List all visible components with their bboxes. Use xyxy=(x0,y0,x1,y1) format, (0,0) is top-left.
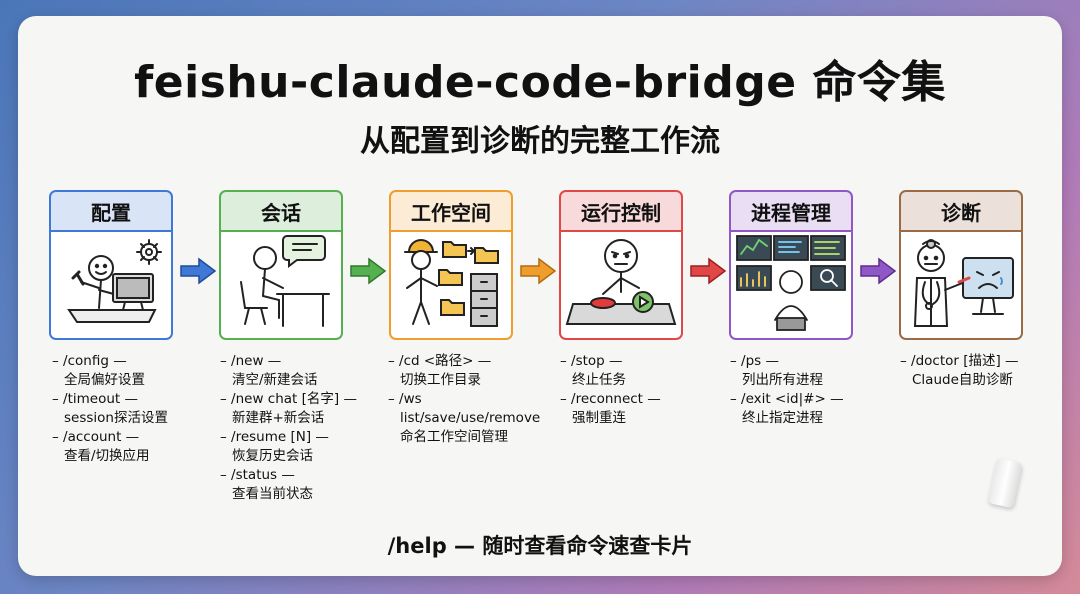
command-name: – /new — xyxy=(220,353,282,369)
person-monitor-wall-icon xyxy=(731,230,851,338)
card-header-run-control: 运行控制 xyxy=(561,192,681,232)
command-description: 列出所有进程 xyxy=(742,372,823,388)
page-subtitle: 从配置到诊断的完整工作流 xyxy=(360,124,720,159)
arrow-config-to-session-icon xyxy=(179,256,217,286)
command-description: 新建群+新会话 xyxy=(232,410,325,426)
worker-folders-cabinet-icon xyxy=(391,230,511,338)
eraser-icon xyxy=(987,457,1023,509)
command-name: – /status — xyxy=(220,467,295,483)
command-list-config: – /config — 全局偏好设置 – /timeout — session探活设置… xyxy=(52,352,212,466)
command-description: 强制重连 xyxy=(572,410,626,426)
command-description: 终止任务 xyxy=(572,372,626,388)
card-config: 配置 xyxy=(49,190,173,340)
person-desk-chat-bubble-icon xyxy=(221,230,341,338)
card-run-control: 运行控制 xyxy=(559,190,683,340)
card-diagnose: 诊断 xyxy=(899,190,1023,340)
command-list-process: – /ps — 列出所有进程 – /exit <id|#> — 终止指定进程 xyxy=(730,352,890,428)
command-description: 清空/新建会话 xyxy=(232,372,318,388)
command-description: 切换工作目录 xyxy=(400,372,481,388)
person-computer-wrench-gear-icon xyxy=(51,230,171,338)
command-description: Claude自助诊断 xyxy=(912,372,1013,388)
whiteboard: feishu-claude-code-bridge 命令集 从配置到诊断的完整工… xyxy=(18,16,1062,576)
card-header-config: 配置 xyxy=(51,192,171,232)
help-footer: /help — 随时查看命令速查卡片 xyxy=(387,534,693,558)
command-name: – /new chat [名字] — xyxy=(220,391,357,407)
card-header-process: 进程管理 xyxy=(731,192,851,232)
command-name: – /reconnect — xyxy=(560,391,661,407)
arrow-run-to-process-icon xyxy=(689,256,727,286)
arrow-workspace-to-run-icon xyxy=(519,256,557,286)
command-name: – /timeout — xyxy=(52,391,138,407)
command-list-run-control: – /stop — 终止任务 – /reconnect — 强制重连 xyxy=(560,352,720,428)
card-workspace: 工作空间 xyxy=(389,190,513,340)
command-name: – /ps — xyxy=(730,353,779,369)
command-list-diagnose: – /doctor [描述] — Claude自助诊断 xyxy=(900,352,1060,390)
doctor-sick-computer-icon xyxy=(901,230,1021,338)
arrow-session-to-workspace-icon xyxy=(349,256,387,286)
command-name: – /stop — xyxy=(560,353,623,369)
command-description: 查看当前状态 xyxy=(232,486,313,502)
command-name: – /ws xyxy=(388,391,422,407)
card-session: 会话 xyxy=(219,190,343,340)
command-name: – /doctor [描述] — xyxy=(900,353,1019,369)
command-name: – /account — xyxy=(52,429,140,445)
command-description: 命名工作空间管理 xyxy=(400,429,508,445)
person-stop-button-icon xyxy=(561,230,681,338)
page-title: feishu-claude-code-bridge 命令集 xyxy=(134,57,946,108)
command-list-workspace: – /cd <路径> — 切换工作目录 – /ws list/save/use/rem… xyxy=(388,352,548,447)
command-name: – /cd <路径> — xyxy=(388,353,492,369)
command-list-session: – /new — 清空/新建会话 – /new chat [名字] — 新建群+新会话… xyxy=(220,352,380,504)
command-name: – /config — xyxy=(52,353,127,369)
command-description: 终止指定进程 xyxy=(742,410,823,426)
command-description: 查看/切换应用 xyxy=(64,448,150,464)
command-description: 全局偏好设置 xyxy=(64,372,145,388)
card-header-session: 会话 xyxy=(221,192,341,232)
card-header-diagnose: 诊断 xyxy=(901,192,1021,232)
card-header-workspace: 工作空间 xyxy=(391,192,511,232)
command-description: 恢复历史会话 xyxy=(232,448,313,464)
card-process: 进程管理 xyxy=(729,190,853,340)
command-name: – /resume [N] — xyxy=(220,429,329,445)
command-description: session探活设置 xyxy=(64,410,168,426)
command-name: – /exit <id|#> — xyxy=(730,391,844,407)
command-description: list/save/use/remove xyxy=(400,410,541,426)
arrow-process-to-diagnose-icon xyxy=(859,256,897,286)
